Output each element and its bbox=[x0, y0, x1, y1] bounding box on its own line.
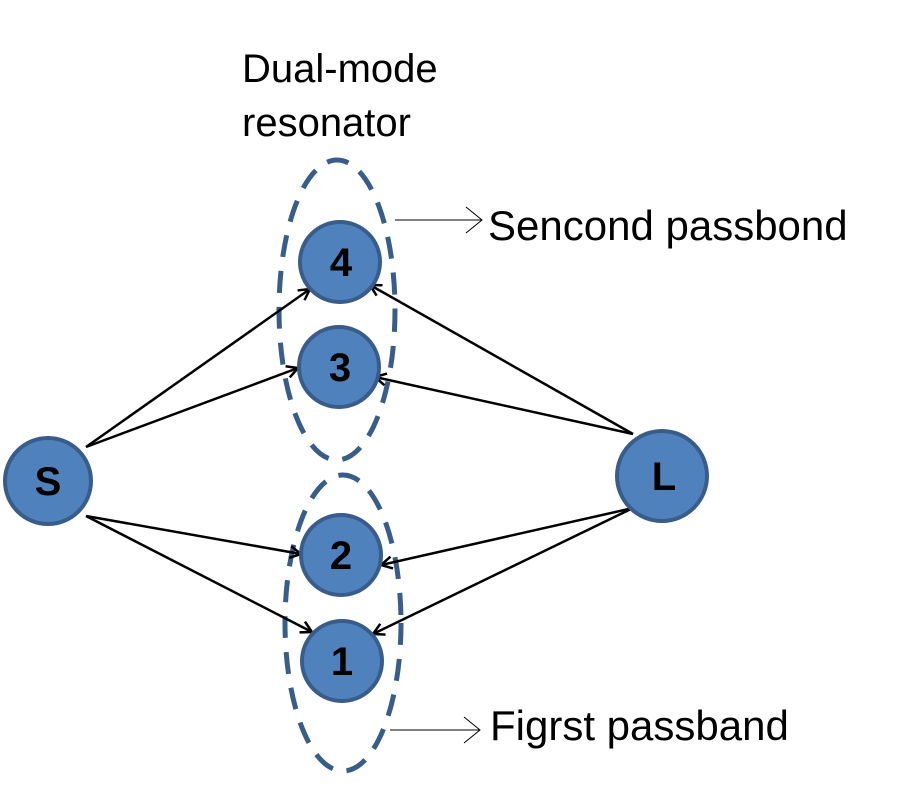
node-l-label: L bbox=[652, 455, 676, 499]
edge-s-to-1 bbox=[85, 514, 312, 632]
lower-resonator-ellipse bbox=[282, 472, 404, 774]
edge-s-to-4 bbox=[85, 289, 310, 449]
edge-l-to-4 bbox=[370, 285, 634, 436]
node-1: 1 bbox=[300, 619, 384, 703]
node-1-label: 1 bbox=[331, 640, 353, 684]
edge-l-to-1 bbox=[373, 506, 634, 634]
node-3: 3 bbox=[297, 325, 381, 409]
node-1-circle bbox=[300, 619, 384, 703]
node-4-label: 4 bbox=[330, 241, 353, 285]
edge-s-to-2 bbox=[85, 514, 301, 554]
upper-resonator-ellipse bbox=[276, 157, 398, 463]
resonator-label-line1: Dual-mode bbox=[242, 47, 438, 91]
node-l-circle bbox=[615, 429, 709, 523]
node-source: S bbox=[3, 436, 93, 526]
node-2-label: 2 bbox=[330, 534, 352, 578]
node-2: 2 bbox=[299, 513, 383, 597]
edge-l-to-2 bbox=[381, 506, 634, 565]
node-s-label: S bbox=[35, 460, 62, 504]
coupling-edges bbox=[85, 285, 634, 634]
node-3-label: 3 bbox=[329, 346, 351, 390]
node-load: L bbox=[615, 429, 709, 523]
edge-s-to-3 bbox=[85, 368, 298, 449]
resonator-label-line2: resonator bbox=[242, 101, 411, 145]
node-4: 4 bbox=[298, 220, 382, 304]
node-3-circle bbox=[297, 325, 381, 409]
node-s-circle bbox=[3, 436, 93, 526]
second-passband-label: Sencond passbond bbox=[488, 202, 848, 249]
node-2-circle bbox=[299, 513, 383, 597]
first-passband-label: Figrst passband bbox=[490, 702, 789, 749]
edge-l-to-3 bbox=[375, 377, 634, 436]
node-4-circle bbox=[298, 220, 382, 304]
